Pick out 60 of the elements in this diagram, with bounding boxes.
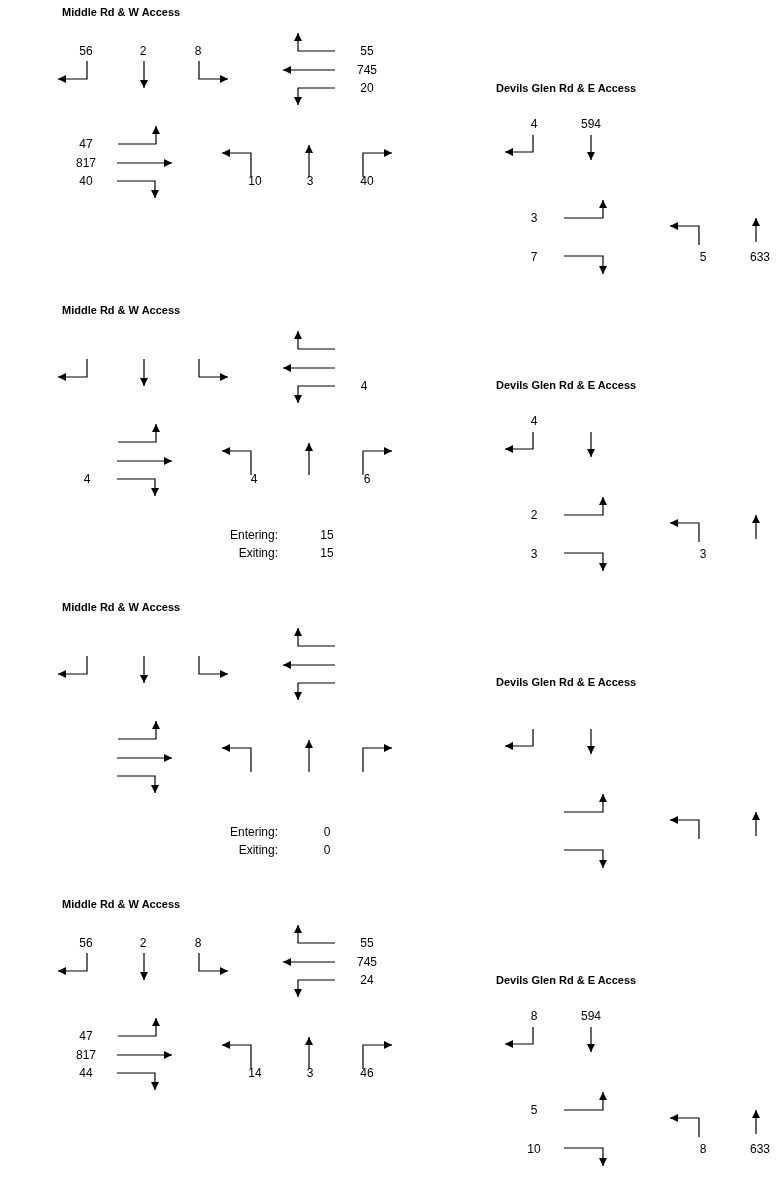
volume-count: 47 (79, 138, 93, 150)
volume-count: 55 (360, 937, 374, 949)
volume-count: 5 (530, 1104, 538, 1116)
volume-count: 8 (699, 1143, 707, 1155)
volume-count: 44 (79, 1067, 93, 1079)
volume-count: 4 (530, 118, 538, 130)
volume-count: 745 (357, 956, 377, 968)
volume-count: 24 (360, 974, 374, 986)
intersection-title: Devils Glen Rd & E Access (496, 379, 637, 391)
intersection-title: Devils Glen Rd & E Access (496, 974, 637, 986)
volume-count: 4 (360, 380, 368, 392)
intersection-title: Devils Glen Rd & E Access (496, 676, 637, 688)
summary-value: 15 (320, 547, 334, 559)
volume-count: 633 (750, 1143, 770, 1155)
volume-count: 14 (248, 1067, 262, 1079)
volume-count: 46 (360, 1067, 374, 1079)
volume-count: 2 (139, 45, 147, 57)
summary-value: 0 (323, 844, 331, 856)
volume-count: 3 (530, 212, 538, 224)
summary-label: Entering: (229, 529, 278, 541)
volume-count: 817 (76, 157, 96, 169)
volume-count: 3 (699, 548, 707, 560)
intersection-title: Middle Rd & W Access (62, 601, 181, 613)
volume-count: 3 (306, 175, 314, 187)
volume-count: 40 (79, 175, 93, 187)
volume-count: 8 (194, 937, 202, 949)
volume-count: 745 (357, 64, 377, 76)
volume-count: 594 (581, 118, 601, 130)
summary-label: Exiting: (238, 547, 278, 559)
intersection-title: Middle Rd & W Access (62, 304, 181, 316)
volume-count: 594 (581, 1010, 601, 1022)
summary-value: 0 (323, 826, 331, 838)
volume-count: 7 (530, 251, 538, 263)
volume-count: 20 (360, 82, 374, 94)
volume-count: 8 (194, 45, 202, 57)
volume-count: 55 (360, 45, 374, 57)
volume-count: 8 (530, 1010, 538, 1022)
volume-count: 4 (250, 473, 258, 485)
volume-count: 633 (750, 251, 770, 263)
volume-count: 10 (248, 175, 262, 187)
volume-count: 47 (79, 1030, 93, 1042)
volume-count: 5 (699, 251, 707, 263)
volume-count: 3 (530, 548, 538, 560)
summary-label: Entering: (229, 826, 278, 838)
volume-count: 2 (139, 937, 147, 949)
volume-count: 2 (530, 509, 538, 521)
intersection-title: Devils Glen Rd & E Access (496, 82, 637, 94)
summary-value: 15 (320, 529, 334, 541)
summary-label: Exiting: (238, 844, 278, 856)
volume-count: 4 (83, 473, 91, 485)
volume-count: 3 (306, 1067, 314, 1079)
volume-count: 4 (530, 415, 538, 427)
intersection-title: Middle Rd & W Access (62, 6, 181, 18)
volume-count: 40 (360, 175, 374, 187)
volume-count: 56 (79, 45, 93, 57)
volume-count: 56 (79, 937, 93, 949)
volume-count: 817 (76, 1049, 96, 1061)
intersection-title: Middle Rd & W Access (62, 898, 181, 910)
volume-count: 6 (363, 473, 371, 485)
volume-count: 10 (527, 1143, 541, 1155)
